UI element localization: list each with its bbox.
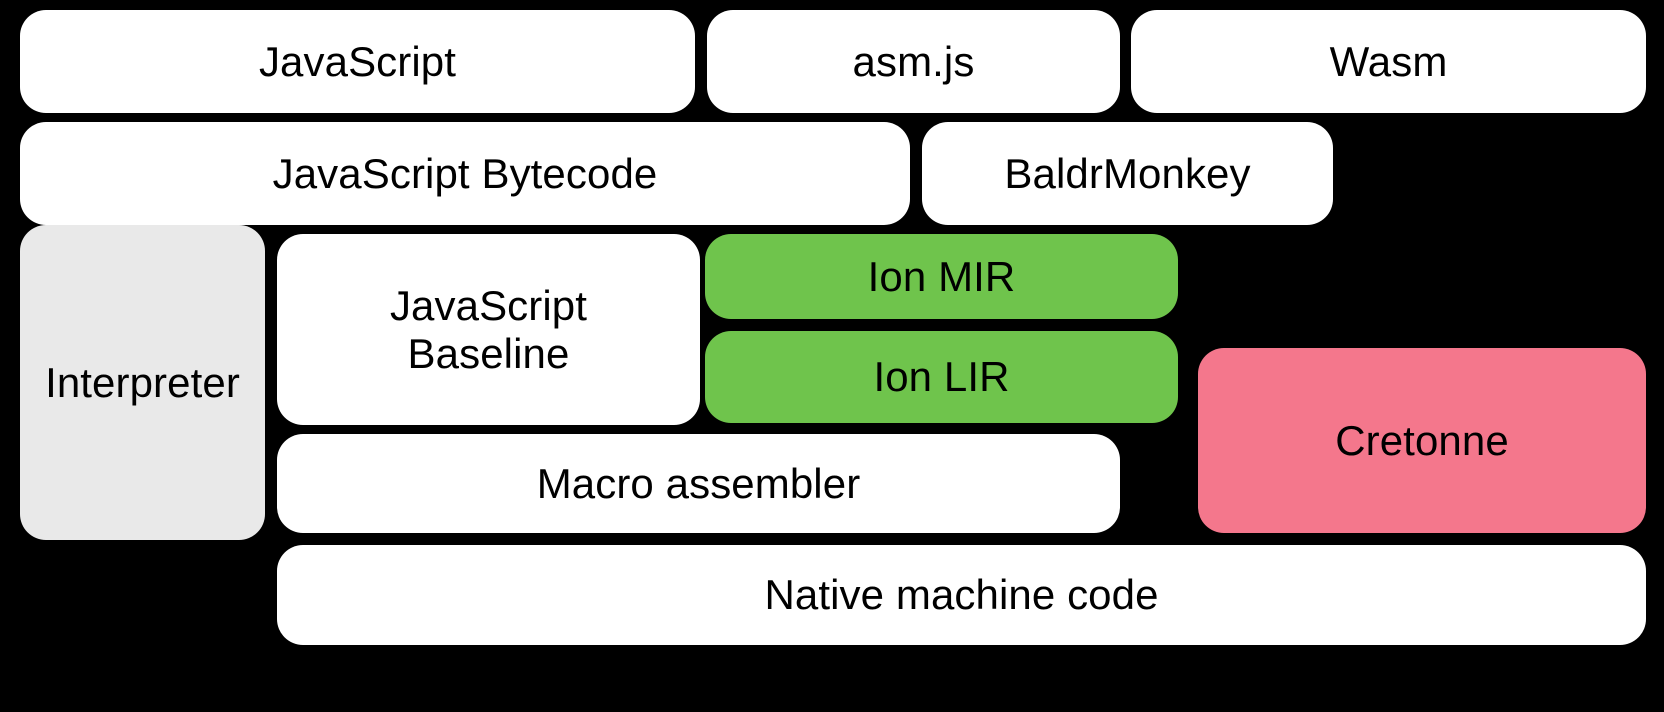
box-javascript-baseline[interactable]: JavaScript Baseline [277, 234, 700, 425]
box-asmjs[interactable]: asm.js [707, 10, 1120, 113]
box-javascript[interactable]: JavaScript [20, 10, 695, 113]
box-ion-mir[interactable]: Ion MIR [705, 234, 1178, 319]
box-wasm[interactable]: Wasm [1131, 10, 1646, 113]
box-native-machine-code[interactable]: Native machine code [277, 545, 1646, 645]
box-interpreter[interactable]: Interpreter [20, 225, 265, 540]
box-javascript-bytecode[interactable]: JavaScript Bytecode [20, 122, 910, 225]
box-cretonne[interactable]: Cretonne [1198, 348, 1646, 533]
box-ion-lir[interactable]: Ion LIR [705, 331, 1178, 423]
box-baldrmonkey[interactable]: BaldrMonkey [922, 122, 1333, 225]
box-macro-assembler[interactable]: Macro assembler [277, 434, 1120, 533]
